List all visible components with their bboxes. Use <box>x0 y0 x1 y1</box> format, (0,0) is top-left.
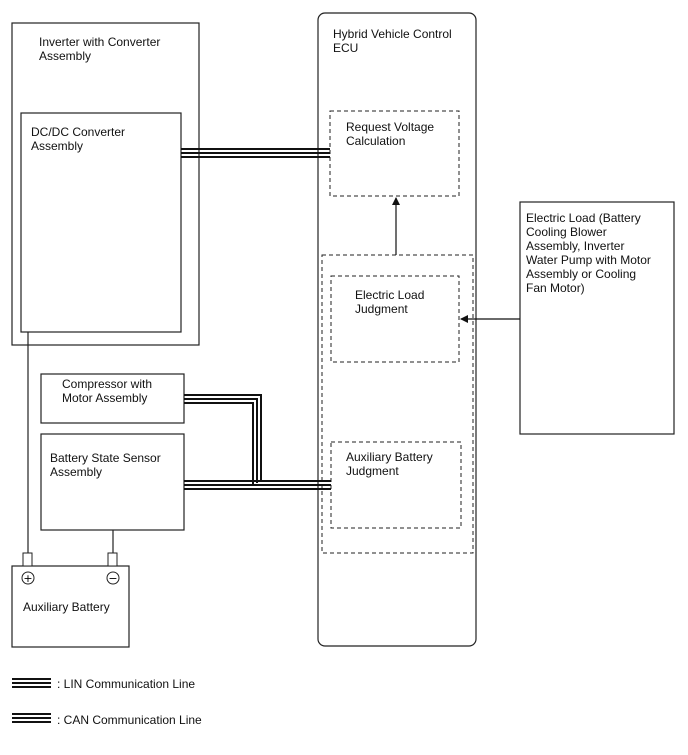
dcdc-box <box>20 112 182 333</box>
compressor-can-line <box>184 394 262 485</box>
inverter-label: Inverter with Converter Assembly <box>39 35 161 63</box>
positive-terminal-post <box>22 552 33 567</box>
aux-battery-judgment-label: Auxiliary Battery Judgment <box>346 450 433 478</box>
positive-terminal-label: + <box>23 572 32 585</box>
negative-terminal-post <box>107 552 118 567</box>
compressor-label: Compressor with Motor Assembly <box>62 377 153 405</box>
request-voltage-label: Request Voltage Calculation <box>346 120 435 148</box>
aux-battery-box <box>11 565 130 648</box>
sensor-can-line <box>184 480 331 490</box>
electric-load-box <box>519 201 675 435</box>
hv-ecu-box <box>317 12 477 647</box>
battery-sensor-label: Battery State Sensor Assembly <box>50 451 161 479</box>
electric-load-judgment-label: Electric Load Judgment <box>355 288 425 316</box>
electric-load-label: Electric Load (Battery Cooling Blower As… <box>526 211 651 295</box>
judgment-group-box <box>321 254 474 554</box>
legend-can-label: : CAN Communication Line <box>57 713 202 727</box>
inverter-box <box>11 22 200 346</box>
negative-terminal-label: − <box>108 572 117 585</box>
electric-load-judgment-box <box>330 275 460 363</box>
dcdc-label: DC/DC Converter Assembly <box>31 125 126 153</box>
dcdc-lin-line <box>181 148 330 158</box>
legend-can-symbol <box>12 713 51 723</box>
positive-terminal-symbol <box>21 571 35 585</box>
negative-terminal-symbol <box>106 571 120 585</box>
legend-lin-label: : LIN Communication Line <box>57 677 196 691</box>
battery-sensor-box <box>40 433 185 531</box>
hv-ecu-label: Hybrid Vehicle Control ECU <box>333 27 452 55</box>
legend-lin-symbol <box>12 678 51 688</box>
aux-battery-label: Auxiliary Battery <box>23 600 110 614</box>
